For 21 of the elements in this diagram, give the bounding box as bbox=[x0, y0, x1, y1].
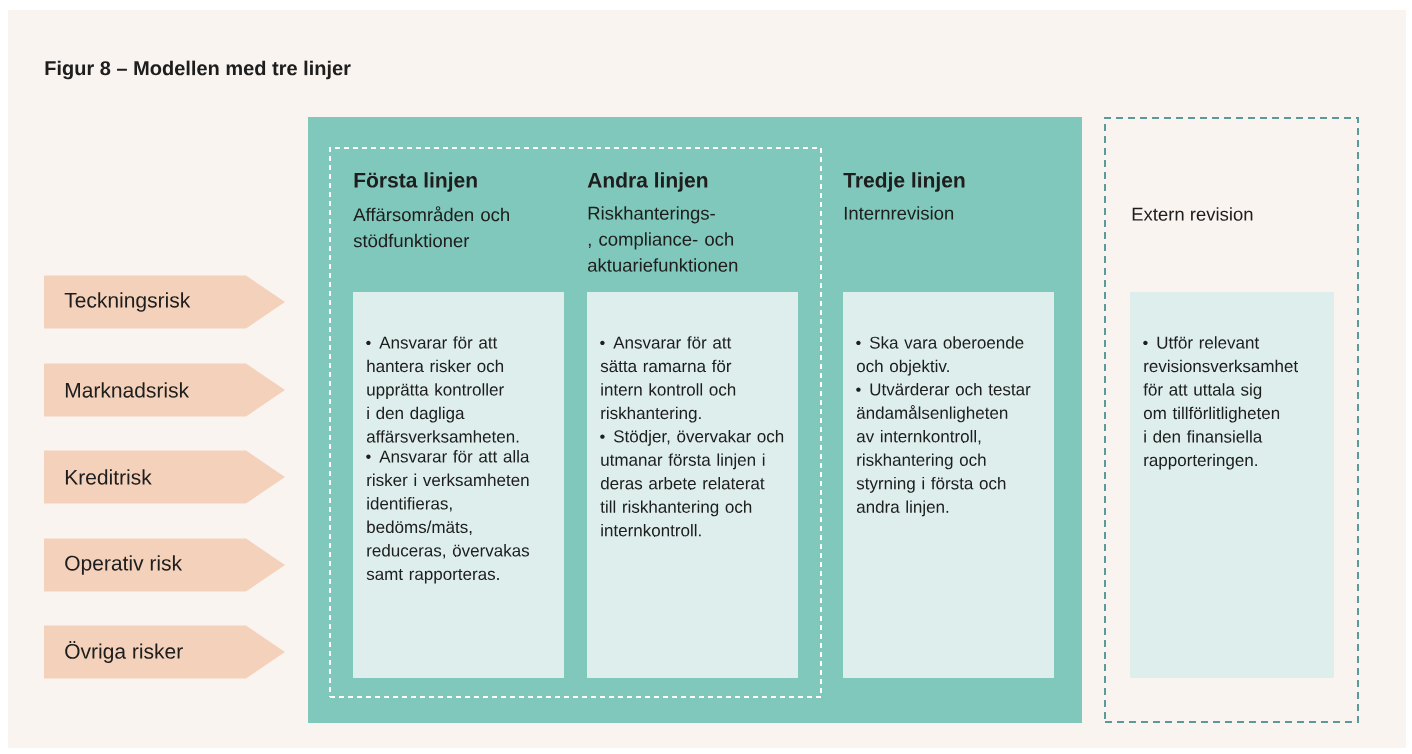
bullet-item: Utför relevant revisionsverksamhet för att uttala sig om tillförlitligheten i den finansiella rapporteringen. bbox=[1143, 336, 1298, 470]
risk-arrow-box: Övriga risker bbox=[44, 625, 285, 679]
column-subheading: Riskhanterings-, compliance- och aktuariefunktionen bbox=[588, 206, 738, 272]
column-subheading: Internrevision bbox=[844, 206, 954, 220]
risk-arrow-box: Operativ risk bbox=[44, 538, 285, 592]
bullet-item: Ansvarar för att sätta ramarna för intern kontroll och riskhantering. bbox=[600, 336, 736, 423]
bullet-item: Utvärderar och testar ändamålsenligheten av internkontroll, riskhantering och styrning i första och andra linjen. bbox=[856, 382, 1031, 517]
risk-arrow-box: Teckningsrisk bbox=[44, 275, 285, 329]
bullet-item: Ansvarar för att hantera risker och upprätta kontroller i den dagliga affärsverksamheten. bbox=[366, 336, 519, 443]
column-heading: Andra linjen bbox=[587, 172, 708, 192]
column-subheading: Affärsområden och stödfunktioner bbox=[353, 206, 509, 248]
bullet-item: Ansvarar för att alla risker i verksamheten identifieras, bedöms/mäts, reduceras, övervakas samt rapporteras. bbox=[366, 450, 530, 584]
section-label: Extern revision bbox=[1132, 207, 1253, 221]
risk-arrow-box: Marknadsrisk bbox=[44, 363, 285, 417]
figure-title: Figur 8 – Modellen med tre linjer bbox=[45, 60, 351, 80]
column-heading: Första linjen bbox=[354, 172, 477, 192]
dashed-frame bbox=[329, 147, 822, 698]
bullet-item: Stödjer, övervakar och utmanar första linjen i deras arbete relaterat till riskhantering och internkontroll. bbox=[600, 429, 784, 537]
bullet-item: Ska vara oberoende och objektiv. bbox=[856, 336, 1024, 376]
risk-arrow-box: Kreditrisk bbox=[44, 450, 285, 504]
column-heading: Tredje linjen bbox=[843, 172, 965, 192]
